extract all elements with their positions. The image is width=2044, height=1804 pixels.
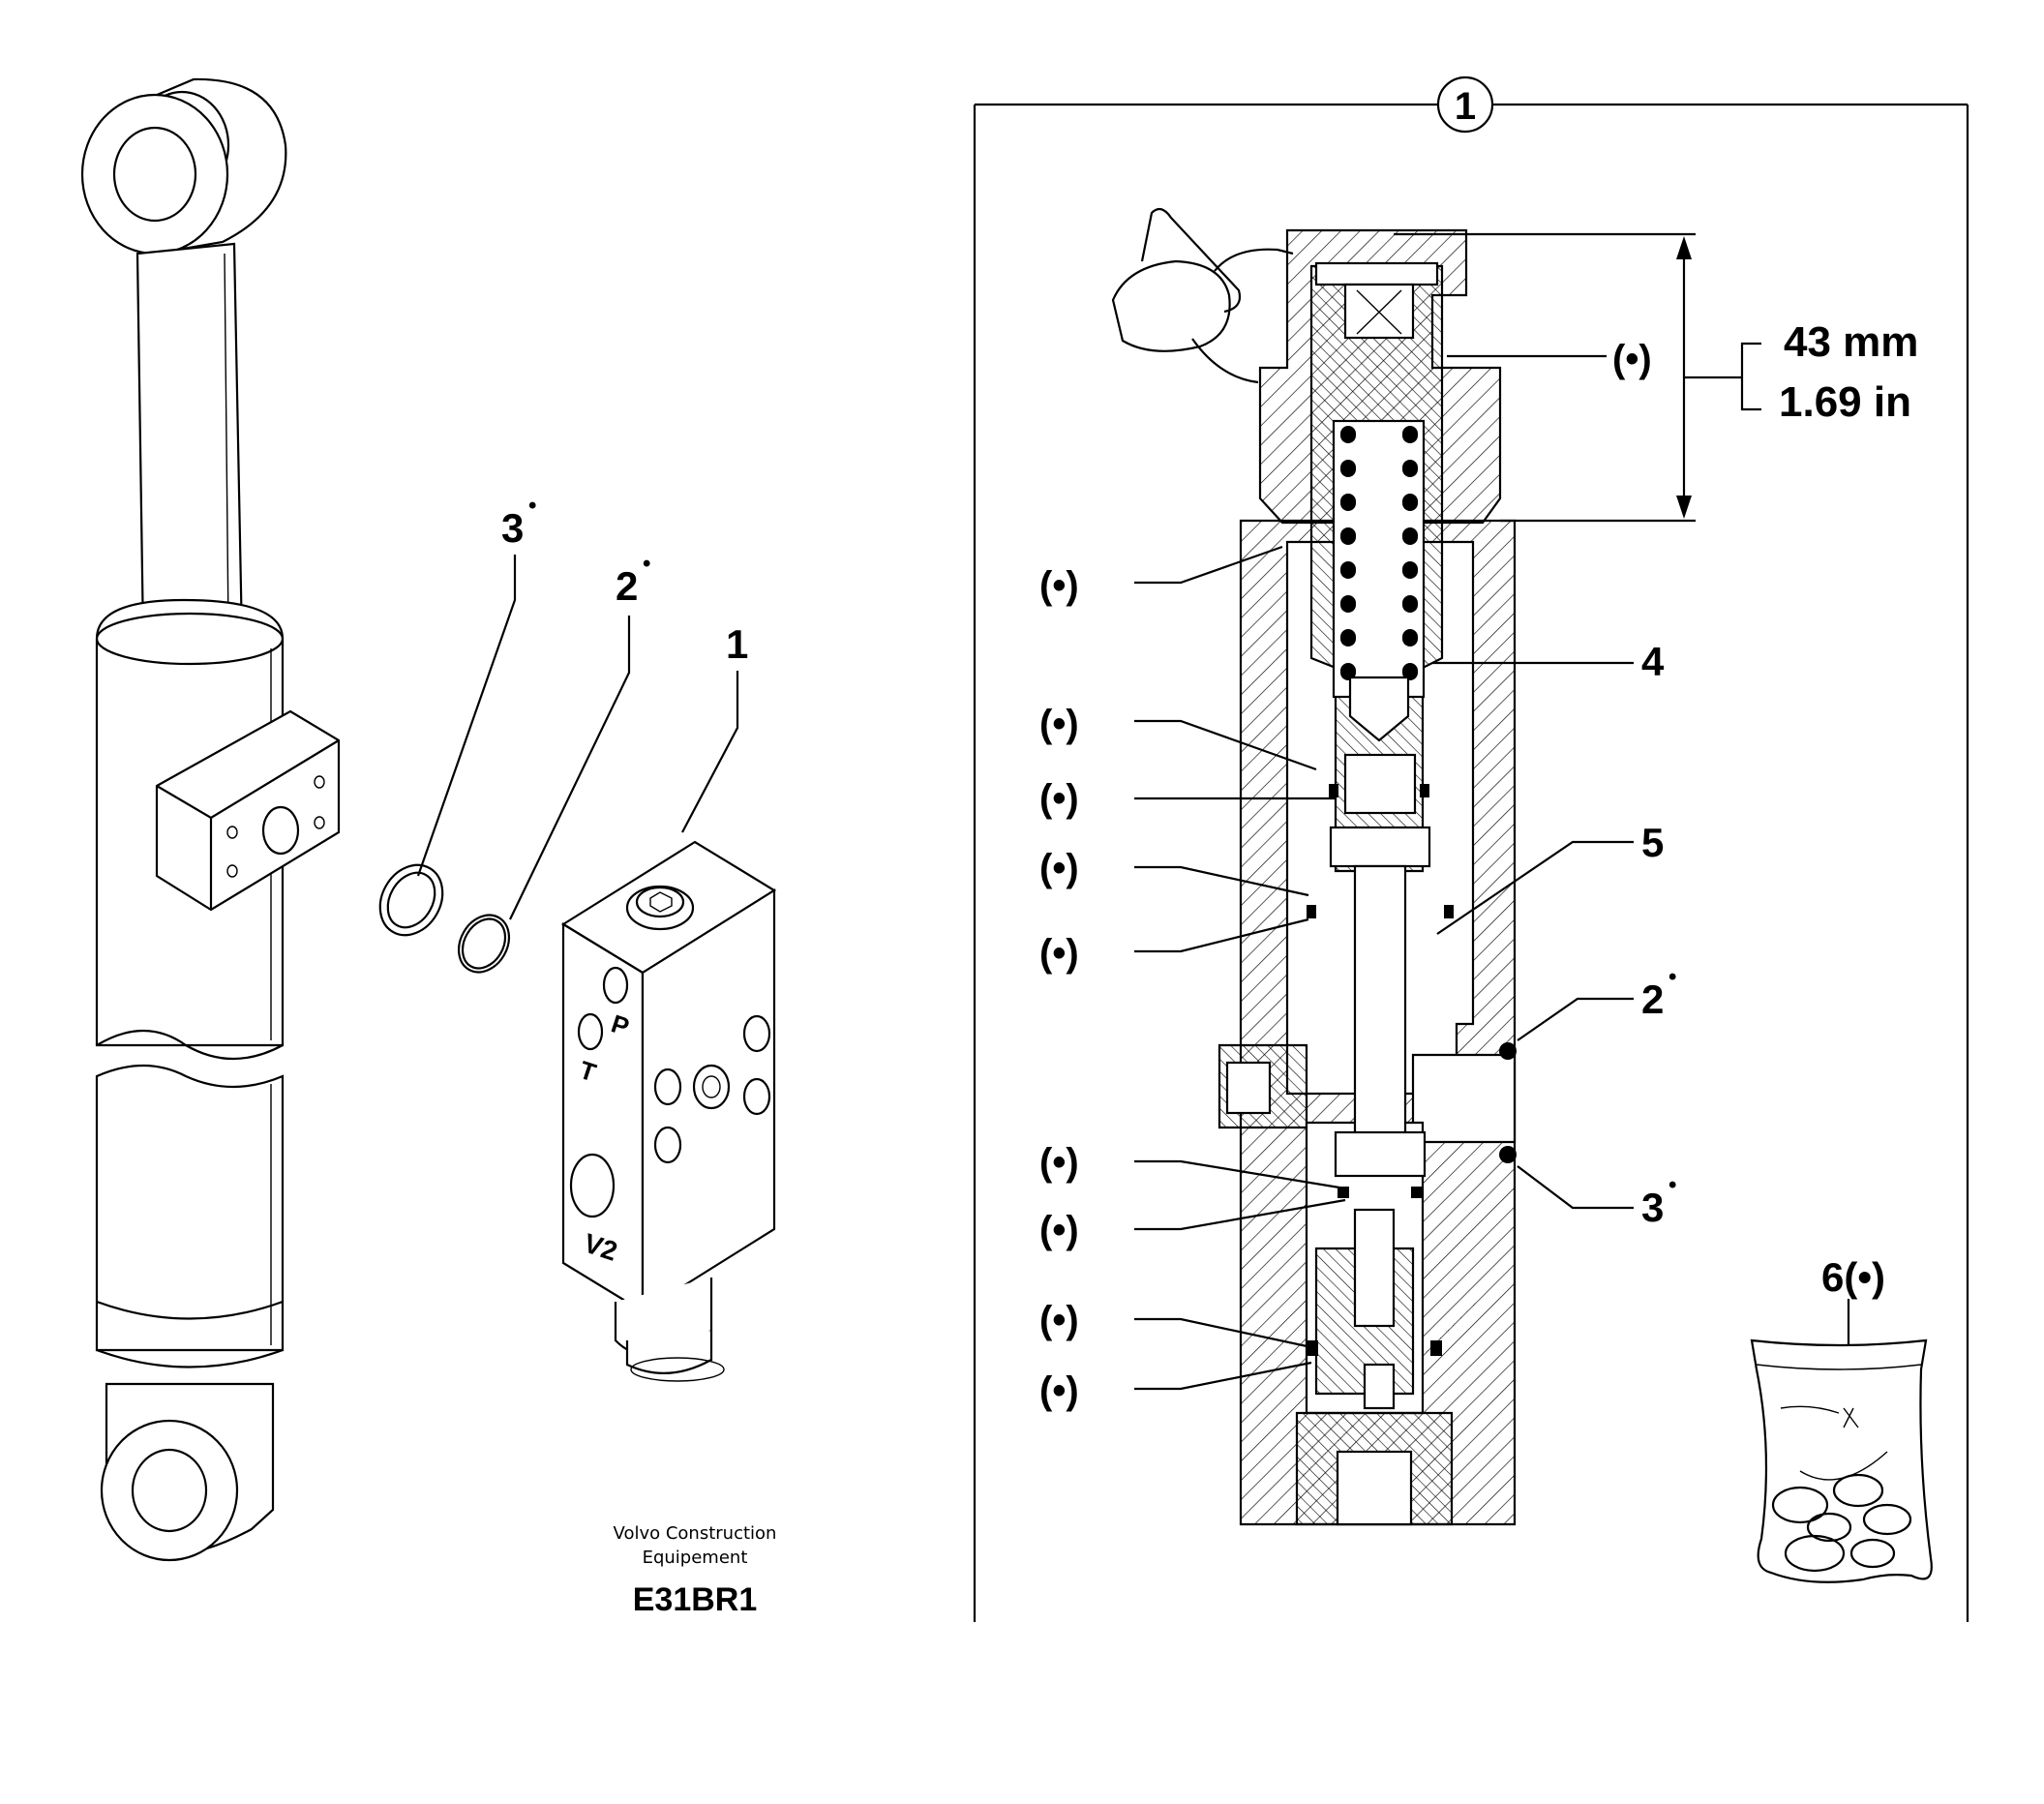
box-number-1: 1 bbox=[1455, 85, 1476, 128]
left-leader-lines bbox=[416, 555, 739, 920]
callout-2-box: 2 bbox=[1641, 977, 1664, 1022]
callout-2-bullet: • bbox=[643, 551, 650, 577]
seal-kit-bag bbox=[1750, 1338, 1933, 1583]
section-view-frame bbox=[973, 75, 1969, 1622]
callout-4: 4 bbox=[1641, 639, 1665, 684]
o-ring-part-3 bbox=[378, 863, 444, 937]
maker-line-2: Equipement bbox=[643, 1548, 748, 1568]
callout-2: 2 bbox=[616, 563, 638, 609]
kit-marker-2: (•) bbox=[1039, 703, 1079, 745]
kit-marker-3: (•) bbox=[1039, 777, 1079, 820]
callout-3-bullet: • bbox=[528, 493, 536, 519]
right-leader-lines bbox=[1432, 354, 1850, 1345]
dimension-imperial: 1.69 in bbox=[1779, 378, 1911, 426]
kit-marker-8: (•) bbox=[1039, 1299, 1079, 1341]
callout-6-kit: 6(•) bbox=[1821, 1254, 1885, 1300]
kit-marker-4: (•) bbox=[1039, 847, 1079, 889]
callout-2-box-bullet: • bbox=[1668, 964, 1676, 990]
o-ring-part-2 bbox=[457, 914, 511, 974]
kit-marker-6: (•) bbox=[1039, 1141, 1079, 1184]
maker-line-1: Volvo Construction bbox=[614, 1523, 777, 1544]
hydraulic-cylinder bbox=[80, 77, 341, 1562]
callout-5: 5 bbox=[1641, 820, 1664, 865]
kit-marker-top: (•) bbox=[1612, 338, 1652, 380]
kit-marker-1: (•) bbox=[1039, 564, 1079, 607]
spring bbox=[1340, 426, 1418, 680]
dimension-43mm bbox=[1394, 232, 1761, 523]
callout-1: 1 bbox=[726, 621, 748, 667]
callout-3-box-bullet: • bbox=[1668, 1172, 1676, 1198]
kit-marker-7: (•) bbox=[1039, 1209, 1079, 1251]
valve-cross-section bbox=[1111, 207, 1517, 1526]
dimension-metric: 43 mm bbox=[1784, 318, 1918, 366]
callout-3-box: 3 bbox=[1641, 1185, 1664, 1230]
figure-code: E31BR1 bbox=[633, 1581, 758, 1618]
kit-marker-leaders bbox=[1134, 545, 1346, 1391]
kit-marker-5: (•) bbox=[1039, 932, 1079, 975]
kit-marker-9: (•) bbox=[1039, 1369, 1079, 1412]
callout-3: 3 bbox=[501, 505, 524, 551]
valve-block bbox=[560, 840, 777, 1382]
